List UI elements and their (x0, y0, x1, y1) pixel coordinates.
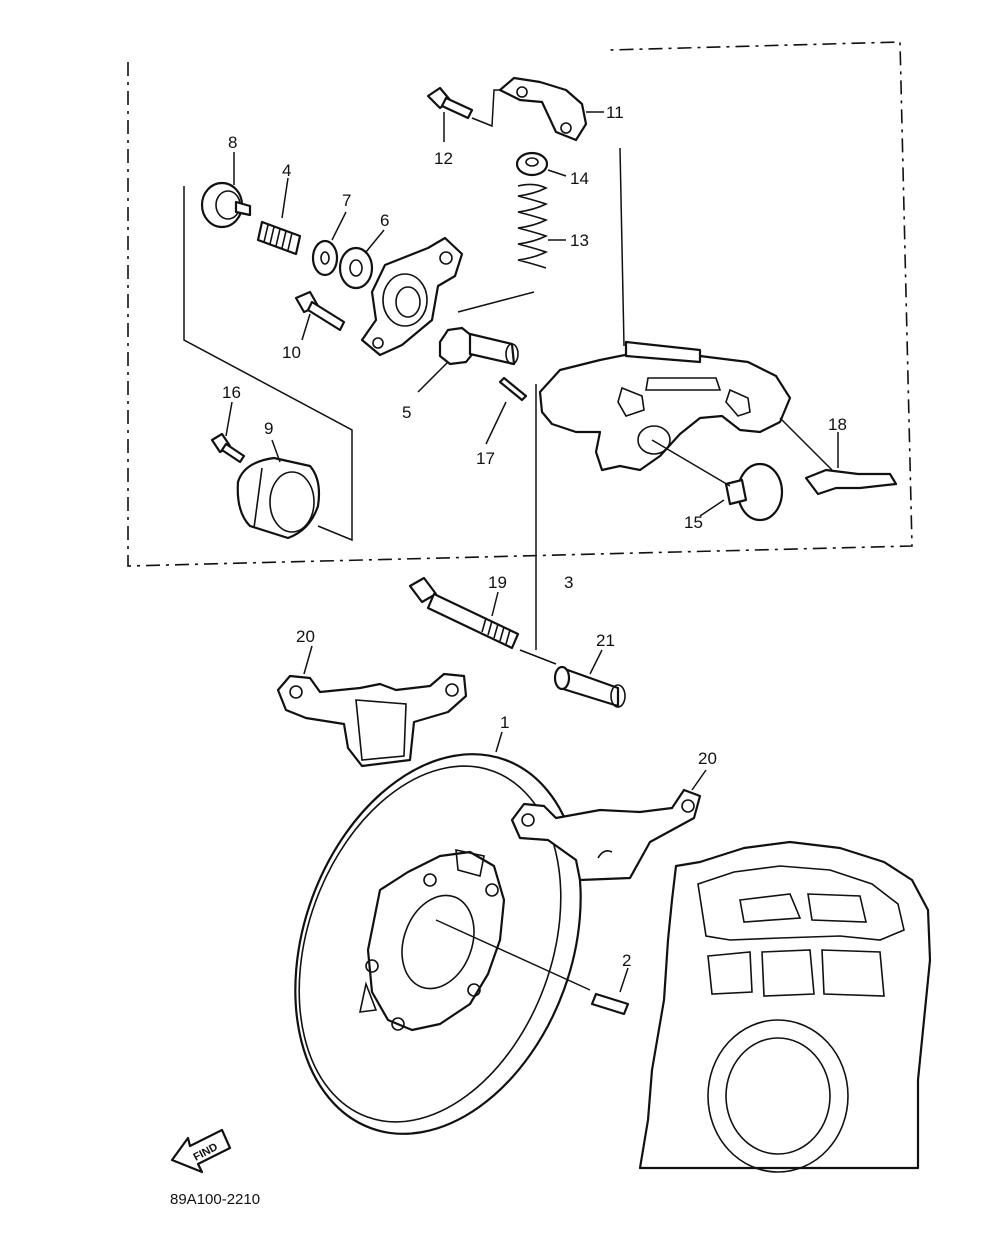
label-part-14: 14 (570, 169, 589, 188)
part-12-bolt (426, 86, 474, 142)
part-9-cap (236, 439, 321, 540)
label-part-5: 5 (402, 403, 411, 422)
part-8-knob (200, 152, 252, 229)
label-part-7: 7 (342, 191, 351, 210)
label-part-19: 19 (488, 573, 507, 592)
label-part-20-upper: 20 (296, 627, 315, 646)
label-part-10: 10 (282, 343, 301, 362)
label-part-11: 11 (606, 103, 624, 122)
part-16-screw (210, 401, 246, 464)
part-5-gear-shaft (417, 291, 535, 393)
label-part-12: 12 (434, 149, 453, 168)
part-20-brake-pad-upper (276, 645, 468, 768)
label-part-3: 3 (564, 573, 573, 592)
find-arrow-icon: FIND (170, 1128, 232, 1174)
label-part-15: 15 (684, 513, 703, 532)
label-part-2: 2 (622, 951, 631, 970)
label-part-20-lower: 20 (698, 749, 717, 768)
part-21-sleeve (519, 649, 626, 708)
part-11-bracket (471, 76, 604, 142)
part-3-lever-body (535, 147, 792, 650)
label-part-16: 16 (222, 383, 241, 402)
part-housing-plate (360, 236, 464, 357)
part-20-brake-pad-lower (510, 769, 707, 882)
part-18-clip (779, 417, 898, 496)
caliper-bracket (638, 840, 932, 1173)
part-14-spring-seat (515, 151, 567, 177)
label-part-17: 17 (476, 449, 495, 468)
part-19-bolt (408, 576, 520, 650)
label-part-1: 1 (500, 713, 509, 732)
part-15-knob (651, 439, 784, 522)
part-6-ring (338, 229, 385, 290)
label-part-9: 9 (264, 419, 273, 438)
part-4-screw (256, 177, 302, 256)
drawing-number: 89A100-2210 (170, 1191, 260, 1208)
assembly-boundary (127, 41, 913, 567)
label-part-6: 6 (380, 211, 389, 230)
label-part-21: 21 (596, 631, 615, 650)
part-13-spring (517, 183, 566, 269)
label-part-13: 13 (570, 231, 589, 250)
label-part-8: 8 (228, 133, 237, 152)
part-10-bolt (294, 290, 346, 341)
part-2-key (590, 967, 630, 1016)
label-part-18: 18 (828, 415, 847, 434)
part-1-brake-disc (294, 731, 591, 1135)
explode-guide-left (183, 186, 353, 542)
part-7-washer (311, 211, 347, 277)
label-part-4: 4 (282, 161, 291, 180)
part-17-pin (485, 376, 528, 445)
